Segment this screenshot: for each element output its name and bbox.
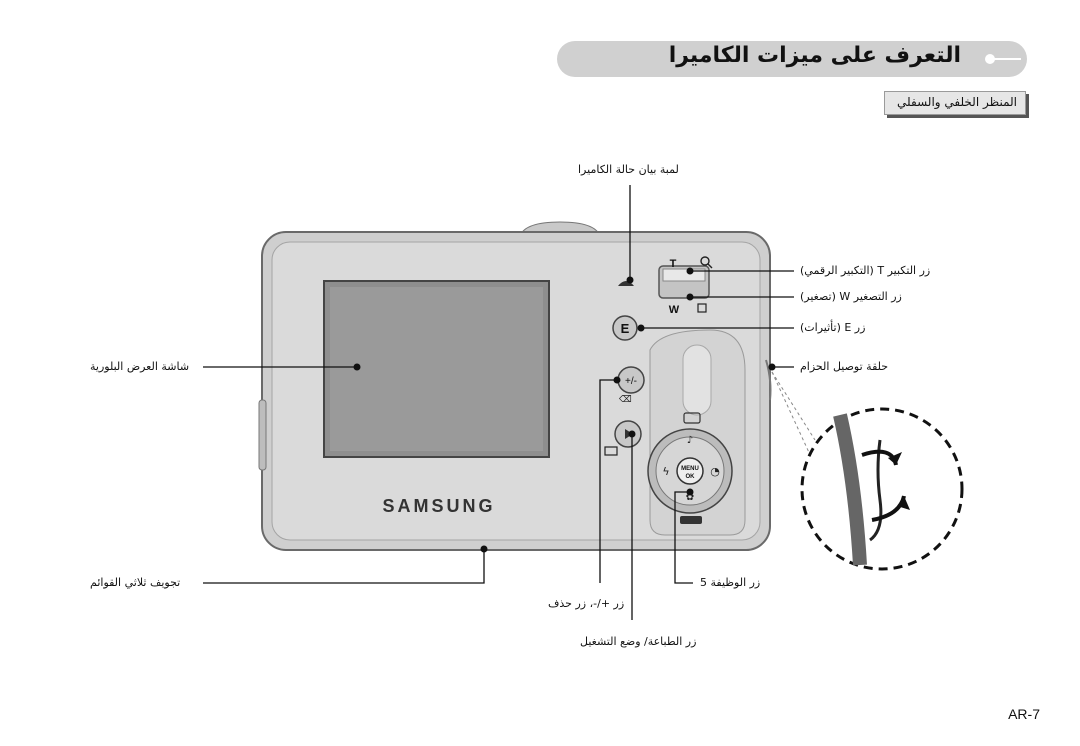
title-decoration-line [987, 58, 1021, 60]
label-strap-eyelet: حلقة توصيل الحزام [800, 360, 889, 373]
label-wide-button: زر التصغير W (تصغير) [800, 290, 902, 303]
callout-line-ev [599, 379, 617, 583]
lcd-screen-surface [330, 287, 543, 451]
page-title: التعرف على ميزات الكاميرا [668, 43, 961, 68]
zoom-rocker-tele-half[interactable] [662, 268, 706, 282]
callout-dot-function [686, 488, 694, 496]
label-function-button: زر الوظيفة 5 [700, 576, 761, 589]
label-play-print-button: زر الطباعة/ وضع التشغيل [580, 635, 697, 648]
ok-label: OK [686, 474, 696, 480]
self-timer-icon: ◔ [710, 465, 720, 478]
callout-dot-strap [768, 363, 776, 371]
flash-icon: ϟ [662, 465, 669, 478]
wide-letter: W [669, 304, 680, 316]
microphone-icon: ♪ [687, 435, 693, 446]
printer-icon [604, 446, 618, 456]
voice-memo-icon [683, 412, 701, 424]
e-button[interactable] [612, 315, 638, 341]
magnify-icon-handle [707, 263, 713, 269]
inset-arrowhead-top [888, 452, 902, 465]
callout-dot-busy-lamp [626, 276, 634, 284]
macro-icon: ✿ [686, 492, 694, 503]
label-busy-lamp: لمبة بيان حالة الكاميرا [578, 163, 679, 176]
label-ev-delete-button: زر +/-، زر حذف [548, 597, 625, 610]
tele-letter: T [670, 258, 677, 270]
callout-dot-play [628, 430, 636, 438]
label-tripod-socket: تجويف ثلاثي القوائم [90, 576, 181, 589]
menu-ok-button[interactable] [676, 457, 704, 485]
label-lcd-monitor: شاشة العرض البلورية [90, 360, 190, 373]
subtitle-box: المنظر الخلفي والسفلي [884, 91, 1026, 115]
callout-dot-e [637, 324, 645, 332]
e-letter: E [621, 321, 630, 336]
label-e-button: زر E (تأثيرات) [800, 321, 866, 334]
title-decoration-dot [985, 54, 995, 64]
page-subtitle: المنظر الخلفي والسفلي [897, 95, 1017, 109]
thumbnail-icon [697, 303, 707, 313]
callout-line-tripod [203, 549, 485, 584]
callout-dot-wide [686, 293, 694, 301]
section-title-bar: التعرف على ميزات الكاميرا [557, 41, 1027, 77]
strap-eyelet-edge [765, 359, 772, 401]
callout-dot-tele [686, 267, 694, 275]
trash-icon: ⌫ [618, 395, 632, 405]
inset-guide-line-top [771, 371, 816, 441]
callout-dot-ev [613, 376, 621, 384]
magnify-icon [700, 256, 710, 266]
label-tele-button: زر التكبير T (التكبير الرقمي) [800, 264, 931, 277]
play-mode-indicator-icon [680, 516, 702, 524]
strap-detail-inset [800, 407, 964, 571]
side-port-cover [258, 399, 267, 471]
inset-body-edge [833, 413, 867, 566]
callout-dot-lcd [353, 363, 361, 371]
page-number: AR-7 [1008, 706, 1040, 722]
callout-line-function [674, 491, 693, 584]
callout-dot-tripod [480, 545, 488, 553]
inset-strap-loop [869, 439, 883, 542]
inset-arrowhead-bottom [897, 496, 910, 510]
brand-logo: SAMSUNG [382, 496, 495, 516]
menu-label: MENU [681, 466, 699, 472]
grip-recess [682, 344, 712, 416]
ev-symbol-icon: +/- [625, 376, 637, 387]
